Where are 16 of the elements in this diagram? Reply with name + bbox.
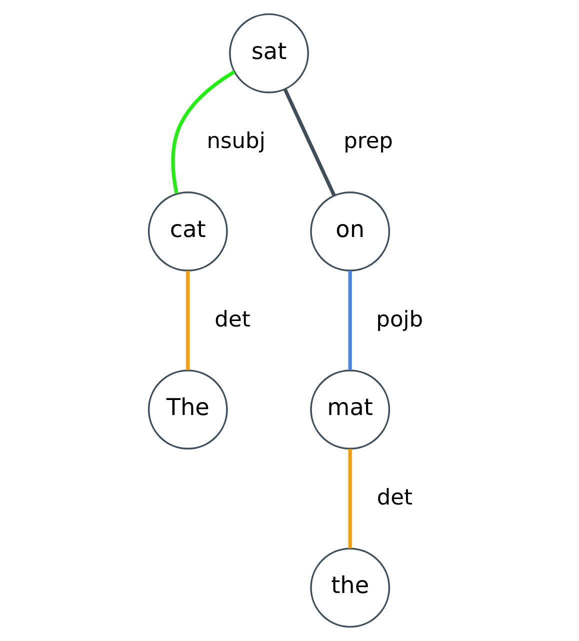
edge-label: det — [214, 307, 250, 332]
connector — [170, 70, 235, 194]
connector — [348, 449, 352, 548]
node-circle: on — [310, 191, 390, 272]
node-circle: cat — [147, 191, 228, 272]
edge-label: pojb — [376, 307, 423, 332]
node-circle: sat — [228, 13, 308, 94]
node-circle: the — [310, 548, 390, 628]
edge-label: det — [376, 485, 412, 510]
node-circle: mat — [310, 370, 390, 450]
edge-label: nsubj — [206, 129, 265, 154]
connector — [186, 270, 190, 370]
connector — [282, 88, 336, 196]
node-circle: The — [147, 370, 228, 450]
connector — [348, 270, 352, 370]
edge-label: prep — [343, 129, 392, 154]
